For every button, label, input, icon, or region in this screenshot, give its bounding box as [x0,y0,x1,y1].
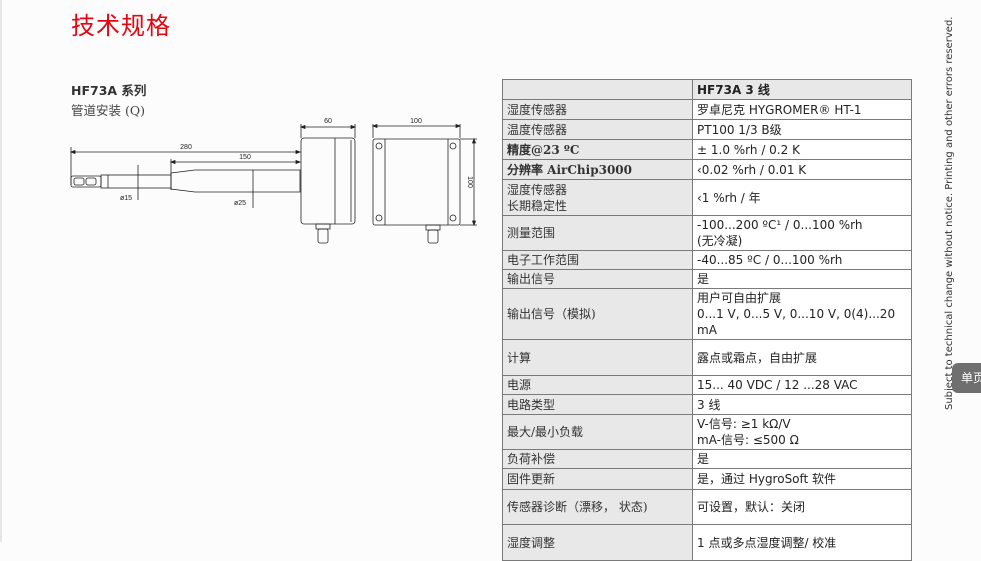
table-row: 输出信号 是 [502,269,912,289]
row-label: 固件更新 [502,468,693,490]
table-row: 测量范围 -100...200 ºC¹ / 0...100 %rh (无冷凝) [502,215,912,251]
table-row: 计算 露点或霜点，自由扩展 [502,339,912,376]
table-row: 最大/最小负载 V-信号: ≥1 kΩ/V mA-信号: ≤500 Ω [502,414,912,450]
table-row: 湿度传感器 罗卓尼克 HYGROMER® HT-1 [502,99,912,120]
page-title: 技术规格 [71,12,171,40]
legal-side-note: Subject to technical change without noti… [944,16,955,410]
header-cell-model: HF73A 3 线 [692,79,912,100]
series-title: HF73A 系列 [71,83,147,98]
table-row: 电子工作范围 -40...85 ºC / 0...100 %rh [502,250,912,270]
row-label: 测量范围 [502,215,693,251]
row-label: 计算 [502,339,693,376]
row-value: 15... 40 VDC / 12 ...28 VAC [692,375,912,395]
row-value: -40...85 ºC / 0...100 %rh [692,250,912,270]
row-value: PT100 1/3 B级 [692,119,912,140]
dim-d25: ø25 [234,200,246,207]
row-value: ‹0.02 %rh / 0.01 K [692,159,912,180]
dim-60: 60 [324,118,332,125]
dim-280: 280 [180,144,192,151]
row-value-line2: (无冷凝) [697,234,743,248]
mount-label: 管道安装 (Q) [71,103,145,118]
row-value: ± 1.0 %rh / 0.2 K [692,139,912,160]
row-label-line2: 长期稳定性 [507,198,568,213]
single-page-tab[interactable]: 单页 [952,363,981,393]
row-value-line1: -100...200 ºC¹ / 0...100 %rh [697,218,863,232]
row-label: 湿度传感器 [502,99,693,120]
row-label: 输出信号 [502,269,693,289]
dimension-drawing: 280 150 ø15 ø25 60 100 100 [69,118,477,244]
row-label: 电路类型 [502,394,693,415]
row-label: 输出信号（模拟) [502,288,693,340]
spec-table: HF73A 3 线 湿度传感器 罗卓尼克 HYGROMER® HT-1 温度传感… [502,79,912,561]
table-row: 精度@23 ºC ± 1.0 %rh / 0.2 K [502,139,912,160]
table-row: 分辨率 AirChip3000 ‹0.02 %rh / 0.01 K [502,159,912,180]
table-row: 固件更新 是，通过 HygroSoft 软件 [502,468,912,490]
row-value: 1 点或多点湿度调整/ 校准 [692,524,912,561]
dim-150: 150 [239,154,251,161]
table-row: 湿度传感器 长期稳定性 ‹1 %rh / 年 [502,179,912,216]
row-label-line1: 湿度传感器 [507,182,568,197]
row-value: 可设置，默认：关闭 [692,489,912,525]
row-value-line2: 0...1 V, 0...5 V, 0...10 V, 0(4)...20 mA [697,307,896,337]
row-label: 湿度传感器 长期稳定性 [502,179,693,216]
row-label: 精度@23 ºC [502,139,693,160]
row-label: 湿度调整 [502,524,693,561]
row-label: 电源 [502,375,693,395]
page-left-edge [0,0,2,542]
table-row: 电源 15... 40 VDC / 12 ...28 VAC [502,375,912,395]
row-value: ‹1 %rh / 年 [692,179,912,216]
dim-100-width: 100 [410,118,422,125]
row-value: V-信号: ≥1 kΩ/V mA-信号: ≤500 Ω [692,414,912,450]
row-value-line2: mA-信号: ≤500 Ω [697,433,799,447]
row-value: 是 [692,449,912,469]
table-row: 温度传感器 PT100 1/3 B级 [502,119,912,140]
row-label: 负荷补偿 [502,449,693,469]
row-value-line1: 用户可自由扩展 [697,291,782,305]
row-label: 传感器诊断（漂移， 状态) [502,489,693,525]
row-label: 电子工作范围 [502,250,693,270]
dim-d15: ø15 [120,195,132,202]
row-label: 温度传感器 [502,119,693,140]
row-value: -100...200 ºC¹ / 0...100 %rh (无冷凝) [692,215,912,251]
table-row: 输出信号（模拟) 用户可自由扩展 0...1 V, 0...5 V, 0...1… [502,288,912,340]
dim-100-height: 100 [466,176,473,188]
row-value: 罗卓尼克 HYGROMER® HT-1 [692,99,912,120]
table-row: 负荷补偿 是 [502,449,912,469]
row-label: 分辨率 AirChip3000 [502,159,693,180]
row-value: 是，通过 HygroSoft 软件 [692,468,912,490]
header-cell-label [502,79,693,100]
table-row: 电路类型 3 线 [502,394,912,415]
row-value-line1: V-信号: ≥1 kΩ/V [697,417,791,431]
table-header-row: HF73A 3 线 [502,79,912,100]
row-value: 露点或霜点，自由扩展 [692,339,912,376]
table-row: 传感器诊断（漂移， 状态) 可设置，默认：关闭 [502,489,912,525]
row-value: 用户可自由扩展 0...1 V, 0...5 V, 0...10 V, 0(4)… [692,288,912,340]
row-value: 3 线 [692,394,912,415]
row-value: 是 [692,269,912,289]
row-label: 最大/最小负载 [502,414,693,450]
table-row: 湿度调整 1 点或多点湿度调整/ 校准 [502,524,912,561]
